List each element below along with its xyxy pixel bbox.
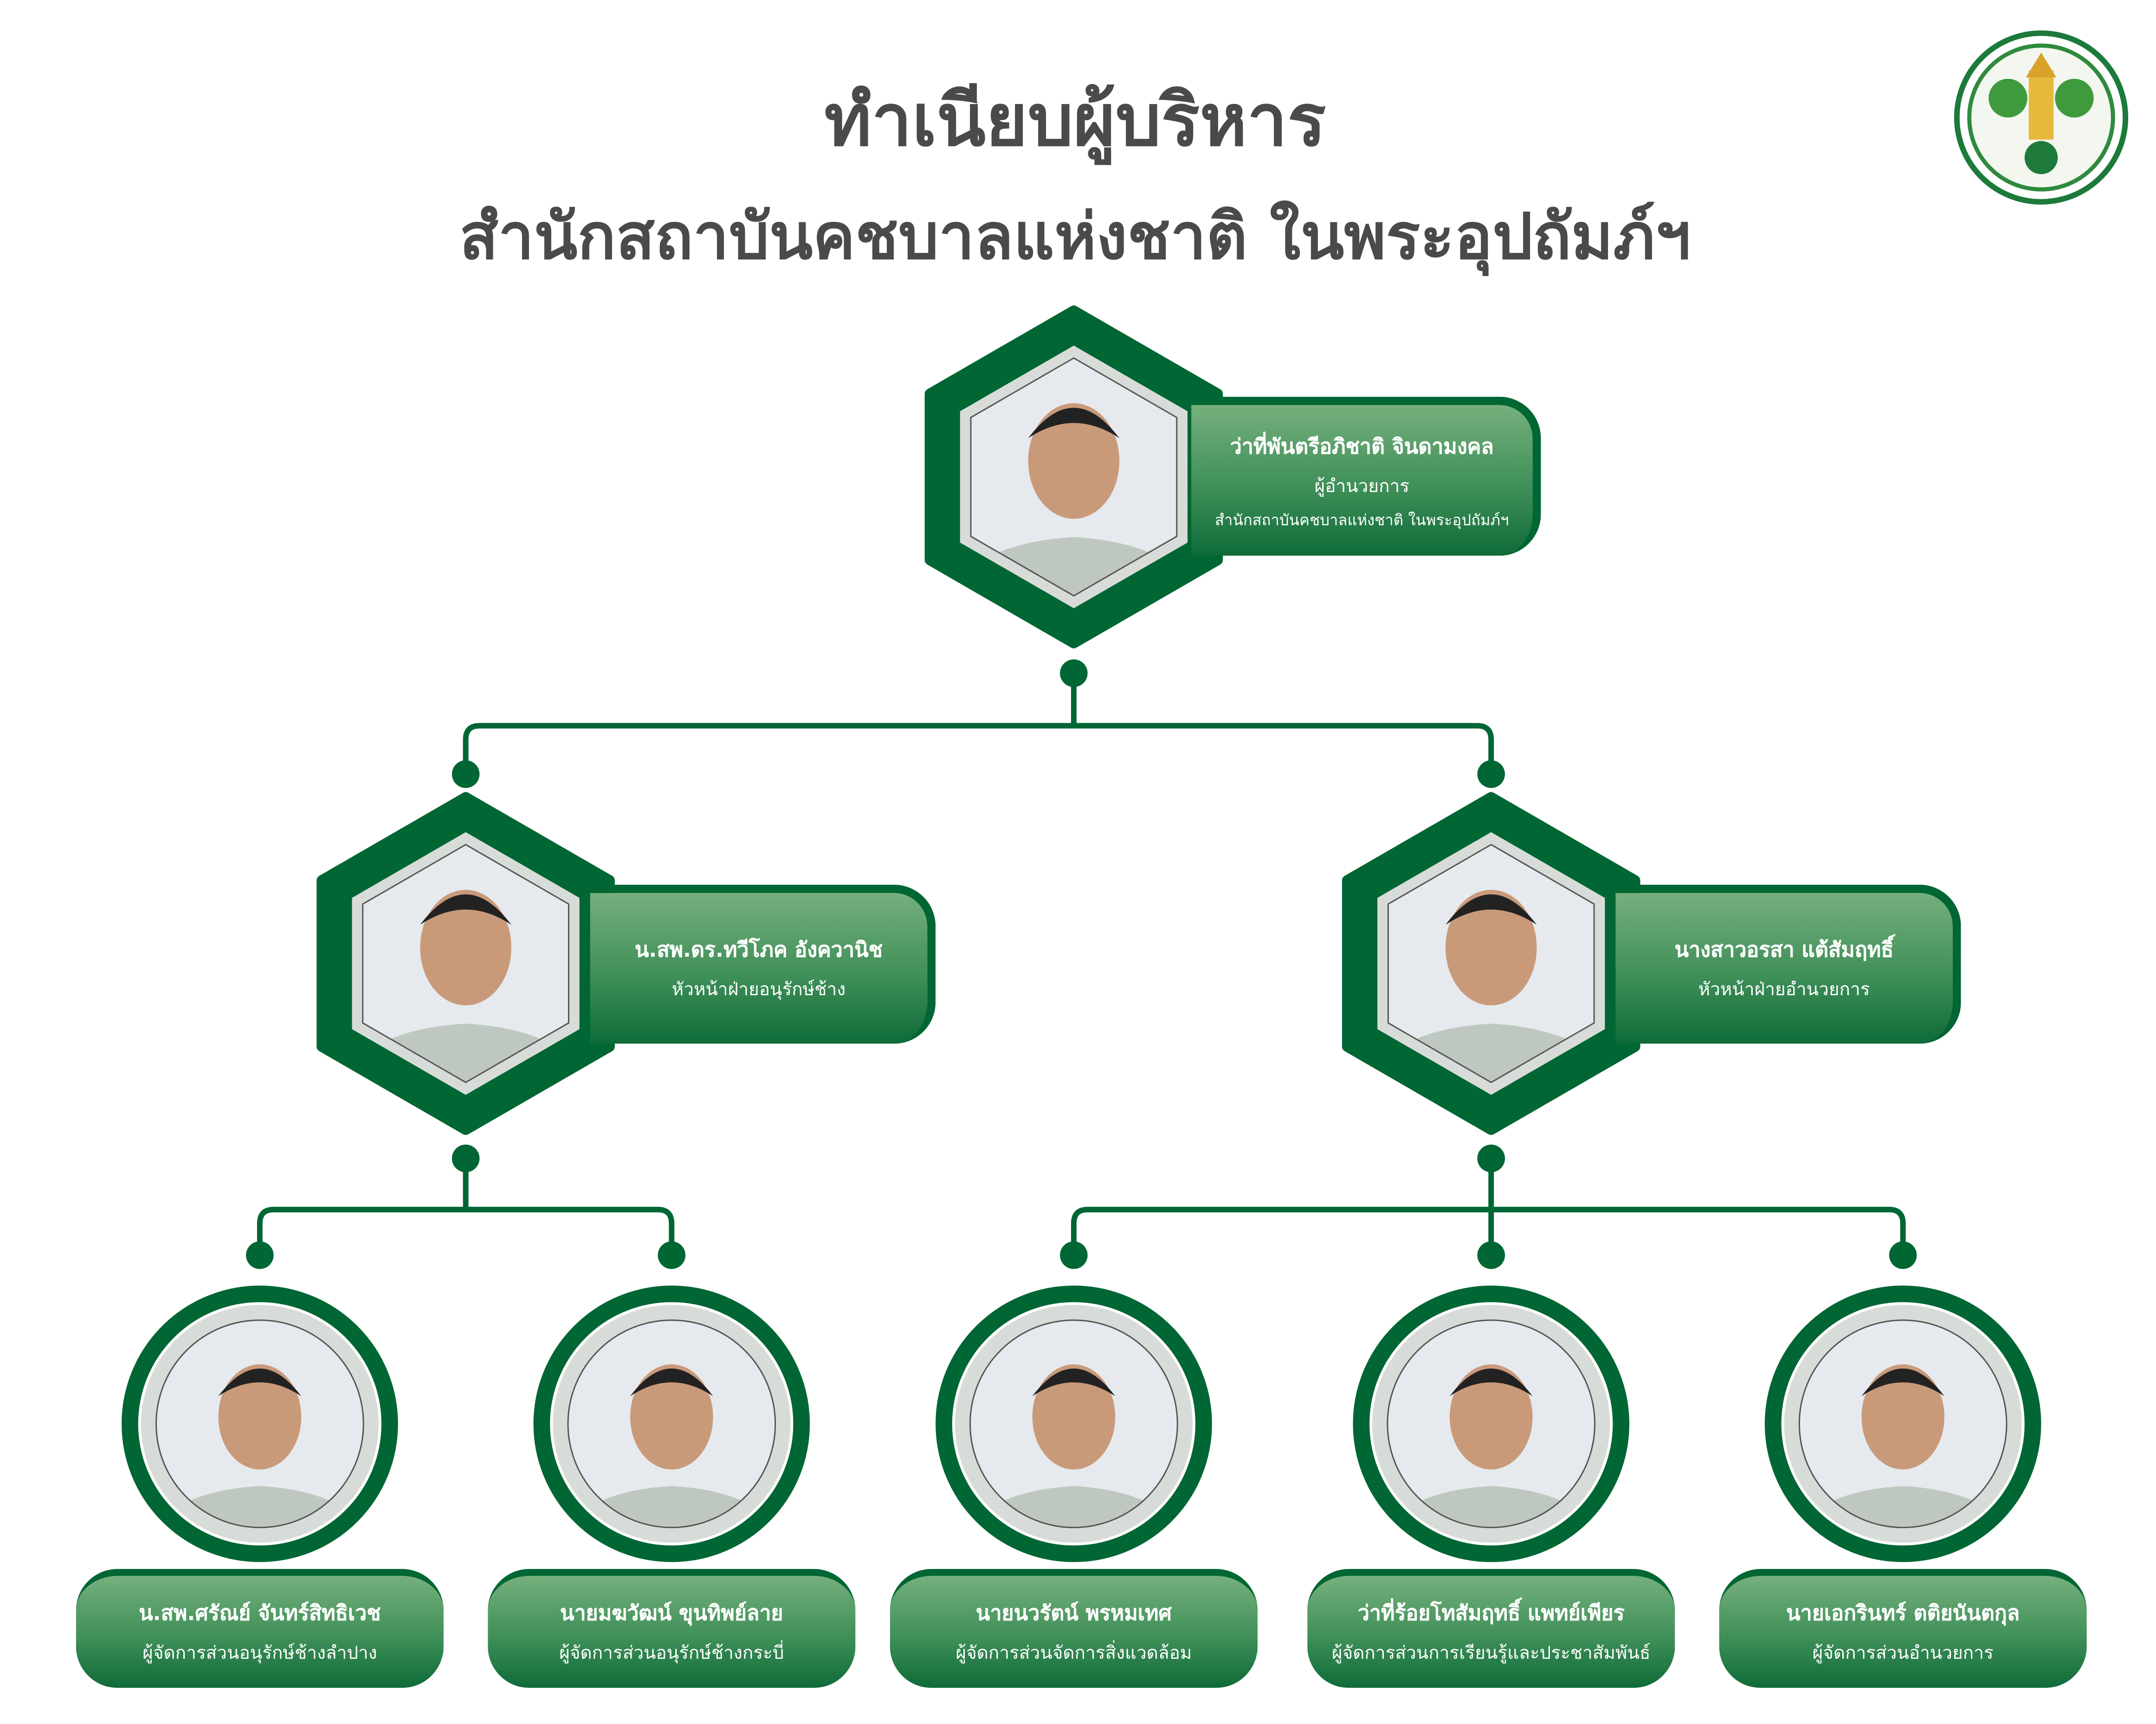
position-title: ผู้จัดการส่วนอนุรักษ์ช้างกระบี่ [559,1643,784,1665]
connector-dot [1889,1241,1917,1269]
director-card: ว่าที่พันตรีอภิชาติ จินดามงคลผู้อำนวยการ… [1191,396,1541,556]
position-title: ผู้จัดการส่วนอนุรักษ์ช้างลำปาง [142,1643,377,1665]
connector-dot [1060,659,1088,687]
elephant-institute-seal-icon [1954,30,2129,205]
position-title: หัวหน้าฝ่ายอำนวยการ [1698,980,1870,1001]
page-title: ทำเนียบผู้บริหาร [824,80,1326,163]
connector-dot [1477,760,1505,788]
head-card: นางสาวอรสา แต้สัมฤทธิ์หัวหน้าฝ่ายอำนวยกา… [1615,884,1961,1044]
connector-dot [1477,1144,1505,1173]
circle-photo-border [567,1319,776,1529]
position-title: ผู้อำนวยการ [1314,476,1410,497]
circle-photo-border [969,1319,1178,1529]
hexagon-photo-border [970,357,1178,597]
position-title: หัวหน้าฝ่ายอนุรักษ์ช้าง [671,980,846,1001]
connector-dot [246,1241,274,1269]
person-name: นายนวรัตน์ พรหมเทศ [975,1601,1172,1626]
circle-photo-border [155,1319,364,1529]
person-name: นายมฆวัฒน์ ขุนทิพย์ลาย [560,1601,783,1626]
manager-card: ว่าที่ร้อยโทสัมฤทธิ์ แพทย์เพียรผู้จัดการ… [1307,1569,1675,1688]
connector-dot [1477,1241,1505,1269]
person-name: น.สพ.ศรัณย์ จันทร์สิทธิเวช [139,1601,381,1626]
manager-card: นายนวรัตน์ พรหมเทศผู้จัดการส่วนจัดการสิ่… [890,1569,1258,1688]
circle-photo-border [1387,1319,1596,1529]
connector-dot [452,760,480,788]
position-title: ผู้จัดการส่วนจัดการสิ่งแวดล้อม [955,1643,1192,1665]
manager-card: นายมฆวัฒน์ ขุนทิพย์ลายผู้จัดการส่วนอนุรั… [488,1569,856,1688]
circle-photo-border [1798,1319,2008,1529]
page-subtitle: สำนักสถาบันคชบาลแห่งชาติ ในพระอุปถัมภ์ฯ [459,199,1691,274]
head-card: น.สพ.ดร.ทวีโภค อังควานิชหัวหน้าฝ่ายอนุรั… [590,884,936,1044]
connector-line [1071,1158,1906,1256]
person-name: นางสาวอรสา แต้สัมฤทธิ์ [1674,937,1894,962]
connector-dot [658,1241,686,1269]
connector-dot [1060,1241,1088,1269]
manager-card: นายเอกรินทร์ ตติยนันตกุลผู้จัดการส่วนอำน… [1719,1569,2087,1688]
person-name: นายเอกรินทร์ ตติยนันตกุล [1786,1601,2020,1626]
hexagon-photo-border [1387,843,1595,1083]
connector-line [257,1158,675,1256]
person-name: ว่าที่พันตรีอภิชาติ จินดามงคล [1230,433,1494,459]
connector-dot [452,1144,480,1173]
manager-card: น.สพ.ศรัณย์ จันทร์สิทธิเวชผู้จัดการส่วนอ… [76,1569,444,1688]
position-title: ผู้จัดการส่วนอำนวยการ [1812,1643,1994,1665]
person-name: ว่าที่ร้อยโทสัมฤทธิ์ แพทย์เพียร [1357,1601,1625,1626]
connector-line [463,673,1494,774]
organization-name: สำนักสถาบันคชบาลแห่งชาติ ในพระอุปถัมภ์ฯ [1215,511,1509,529]
position-title: ผู้จัดการส่วนการเรียนรู้และประชาสัมพันธ์ [1331,1643,1651,1665]
person-name: น.สพ.ดร.ทวีโภค อังควานิช [634,937,883,962]
hexagon-photo-border [362,843,569,1083]
